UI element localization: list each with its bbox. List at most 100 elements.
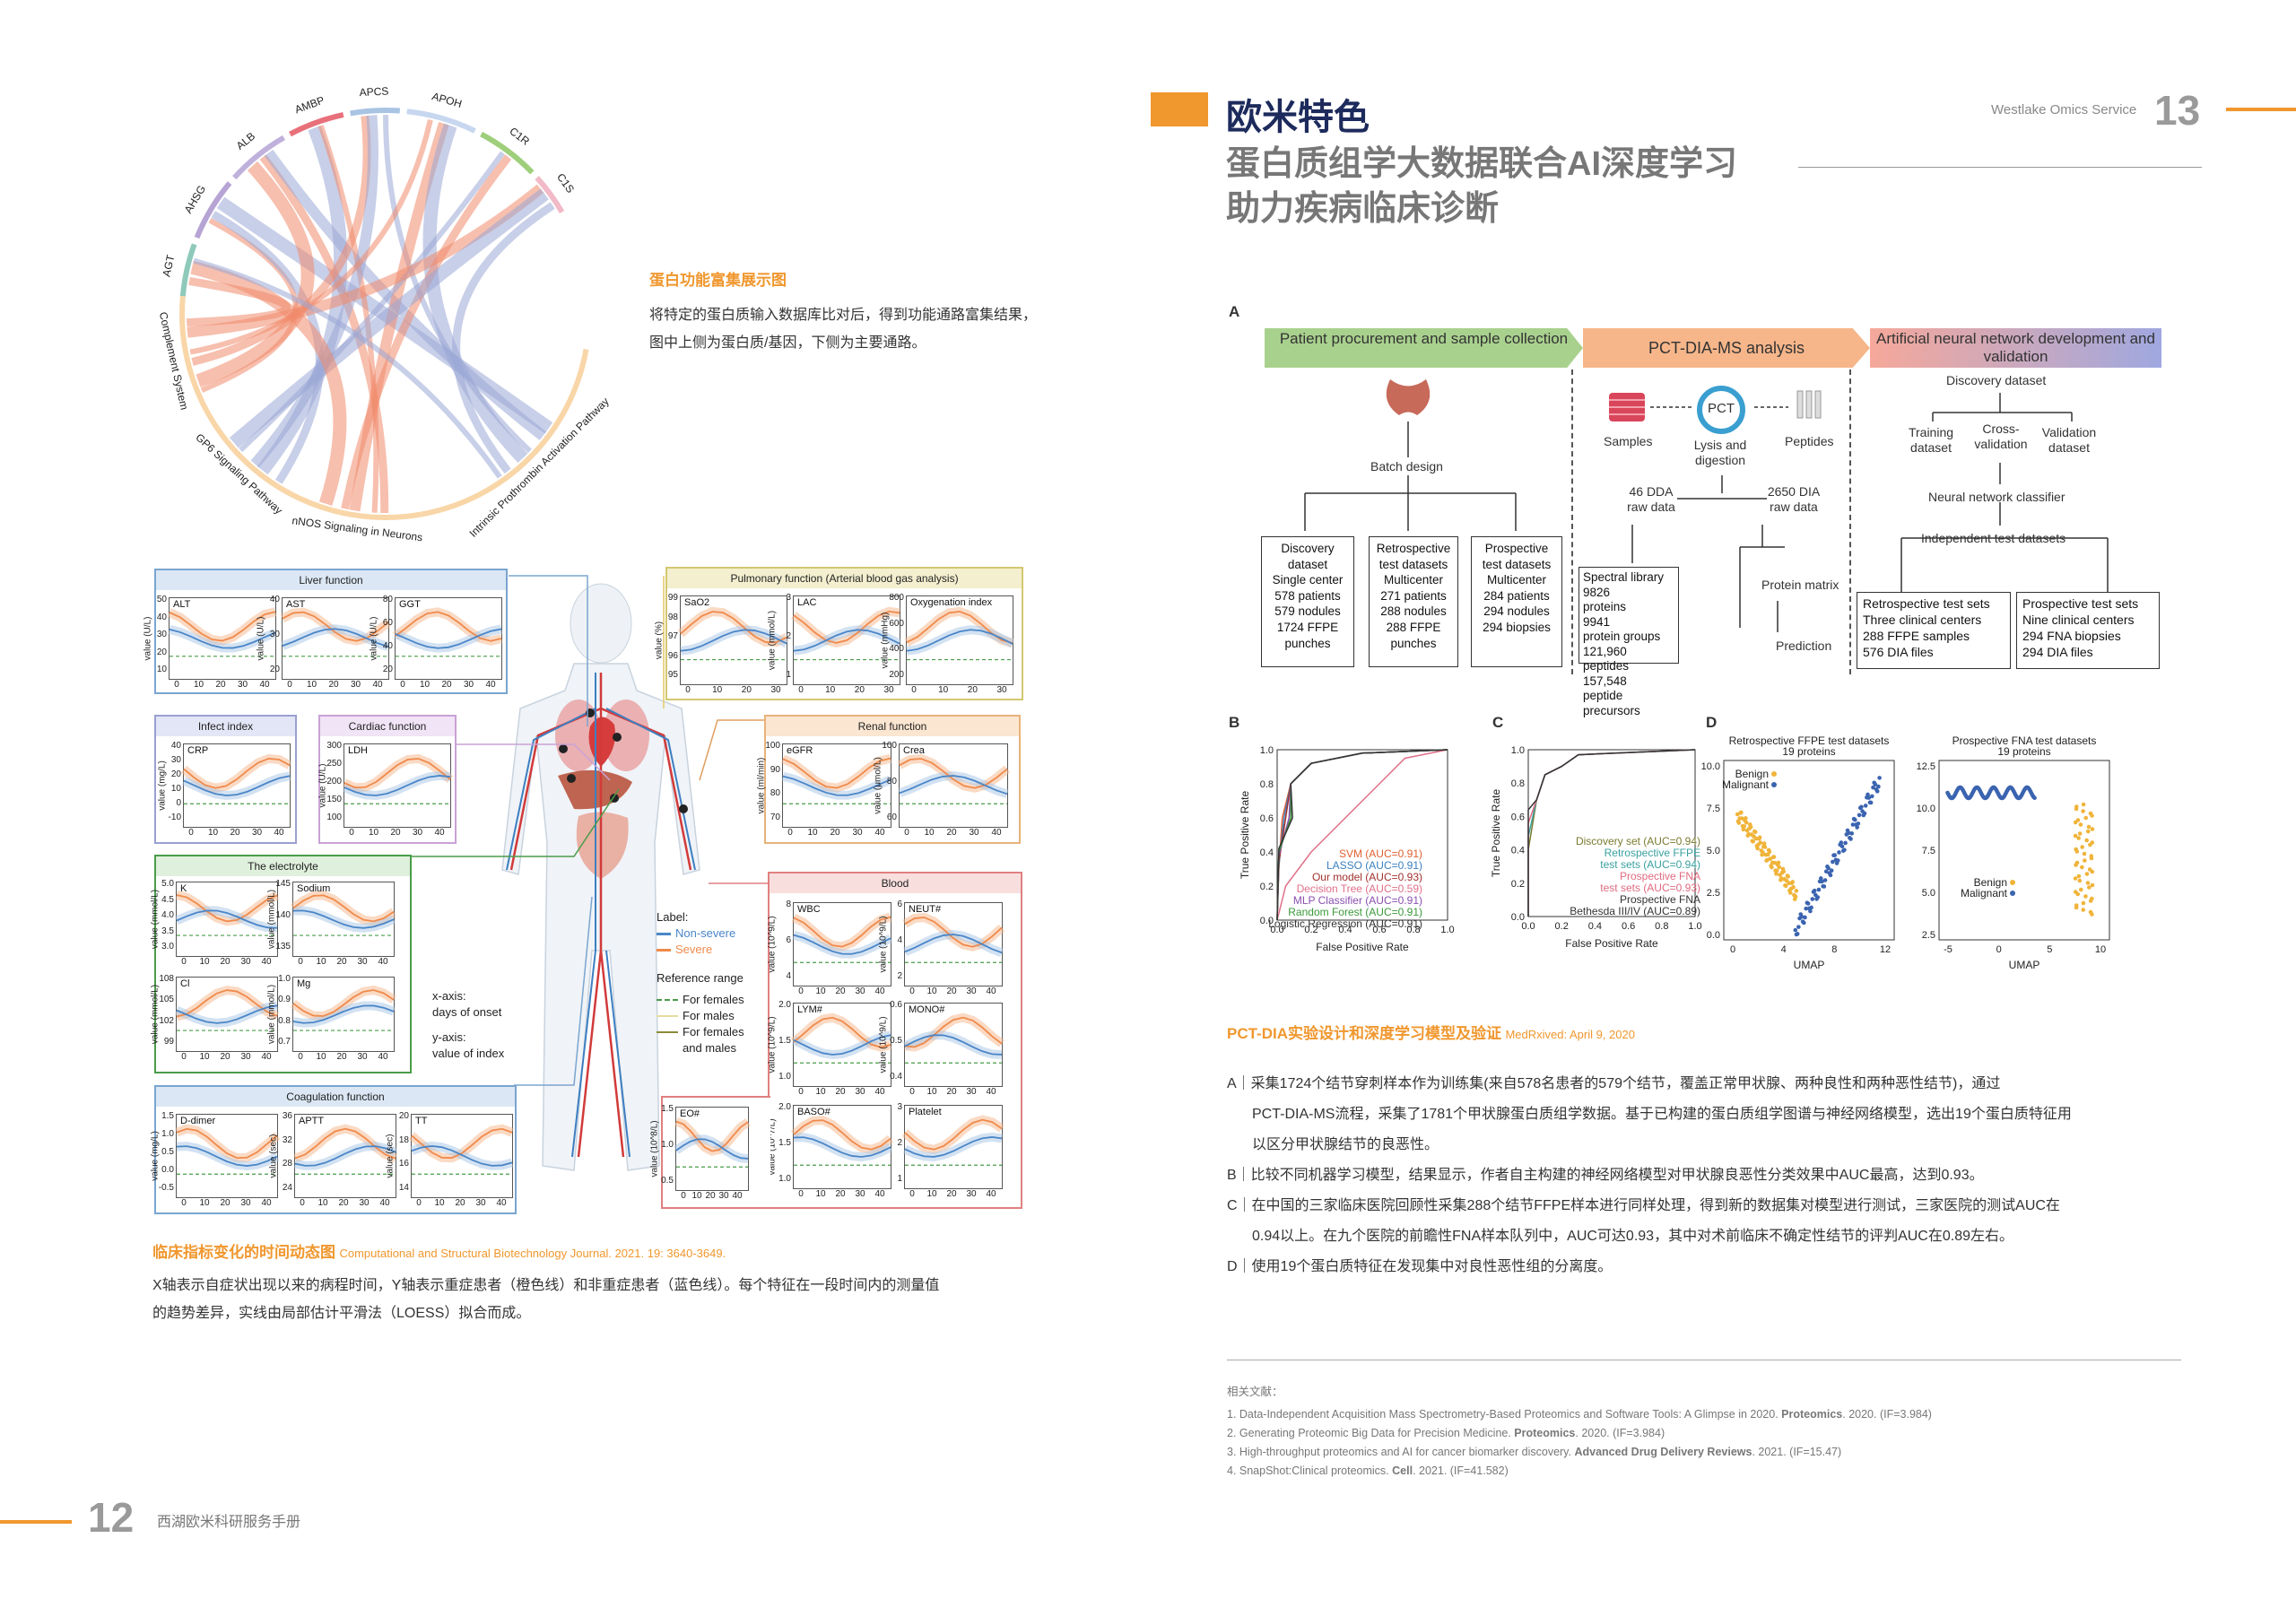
umap-point — [1837, 850, 1841, 855]
umap-point — [1836, 858, 1840, 863]
umap-point — [2073, 876, 2078, 881]
x-tick: 30 — [966, 1189, 977, 1199]
x-tick: 30 — [357, 1052, 368, 1062]
x-tick: 20 — [741, 685, 752, 695]
y-tick: 1.0 — [778, 1072, 791, 1082]
y-tick: 3.0 — [161, 942, 174, 952]
non-severe-line — [344, 775, 451, 796]
figA-letter: A — [1229, 303, 1240, 320]
y-axis-label: value (10^9/L) — [767, 1016, 778, 1073]
umap-point — [1781, 869, 1787, 874]
protein-arc — [350, 107, 401, 117]
x-tick: 10 — [815, 1087, 826, 1097]
thyroid-icon — [1381, 375, 1435, 420]
x-tick: 40 — [261, 1198, 272, 1208]
x-tick: 40 — [274, 828, 284, 838]
x-tick: 10 — [207, 828, 219, 838]
page-title-line2: 助力疾病临床诊断 — [1226, 190, 1500, 228]
y-tick: 0.2 — [1260, 882, 1274, 892]
panel-electrolyte-title: The electrolyte — [156, 856, 410, 876]
umap-point — [1874, 789, 1880, 794]
y-tick: 2 — [897, 1138, 902, 1148]
stage-divider-1 — [1571, 369, 1573, 674]
x-tick: 0.4 — [1588, 921, 1602, 932]
umap-point — [2086, 885, 2092, 890]
umap-point — [1808, 908, 1813, 914]
umap-xlabel: UMAP — [2009, 959, 2040, 971]
pathway-arc — [206, 414, 301, 501]
legend-entry: Decision Tree (AUC=0.59) — [1297, 882, 1422, 895]
y-tick: 300 — [326, 741, 342, 751]
y-tick: 8 — [786, 899, 791, 909]
x-tick: 10 — [199, 957, 210, 967]
y-tick: 16 — [398, 1159, 409, 1169]
legend-malignant: Malignant — [1961, 887, 2008, 899]
legend-non-severe-swatch — [657, 932, 671, 935]
non-severe-line — [793, 629, 900, 652]
umap-point — [2083, 858, 2087, 863]
umap-point — [1791, 884, 1796, 890]
umap-point — [1823, 869, 1829, 874]
umap-point — [1850, 822, 1856, 827]
legend-entry: Bethesda III/IV (AUC=0.89) — [1570, 905, 1700, 917]
legend-malignant: Malignant — [1722, 778, 1770, 791]
ref-1-text: 1. Data-Independent Acquisition Mass Spe… — [1227, 1408, 1782, 1421]
x-tick: 0 — [181, 1052, 187, 1062]
box-line: 578 patients — [1274, 588, 1341, 603]
chord-ribbon — [341, 154, 512, 510]
umap-point — [1774, 868, 1779, 873]
umap-point — [1753, 836, 1759, 841]
box-line: Multicenter — [1486, 573, 1547, 587]
y-tick: 4 — [897, 935, 902, 945]
y-axis-label: value (U/L) — [317, 763, 328, 808]
clinical-text-1: X轴表示自症状出现以来的病程时间，Y轴表示重症患者（橙色线）和非重症患者（蓝色线… — [152, 1278, 940, 1293]
x-tick: 30 — [412, 828, 423, 838]
umap-point — [1744, 820, 1749, 825]
mini-chart-label: K — [180, 883, 187, 894]
umap-point — [1796, 925, 1801, 929]
y-tick: 1.0 — [1260, 745, 1274, 756]
y-tick: 2.0 — [778, 1000, 791, 1010]
x-tick: 0.6 — [1622, 921, 1635, 932]
y-tick: 0.6 — [1260, 813, 1274, 824]
y-tick: 60 — [886, 813, 897, 822]
x-tick: 0 — [349, 828, 354, 838]
x-tick: 30 — [966, 1087, 977, 1097]
panel-liver-title: Liver function — [156, 570, 506, 590]
y-tick: 140 — [275, 910, 291, 920]
xaxis-title: x-axis: — [432, 989, 466, 1003]
x-tick: 0 — [798, 986, 804, 996]
non-severe-line — [906, 629, 1013, 652]
x-tick: 20 — [220, 1052, 230, 1062]
umap-point — [1848, 837, 1853, 841]
peptides-label: Peptides — [1785, 434, 1834, 448]
y-tick: 3.5 — [161, 926, 174, 936]
y-tick: 2 — [786, 631, 791, 641]
umap-point — [1822, 884, 1827, 889]
x-tick: 40 — [485, 680, 496, 690]
y-tick: 40 — [269, 595, 280, 604]
umap-point — [1871, 785, 1875, 790]
plot-frame — [1276, 749, 1448, 921]
y-tick: 1.5 — [161, 1111, 174, 1121]
x-tick: 0 — [188, 828, 194, 838]
y-tick: 32 — [282, 1134, 292, 1145]
y-axis-label: value (mmol/L) — [150, 984, 161, 1045]
umap-point — [1762, 845, 1768, 849]
figC-letter: C — [1492, 714, 1504, 731]
umap-point — [1774, 872, 1779, 876]
umap-point — [1758, 840, 1763, 845]
y-tick: 10 — [156, 665, 167, 674]
box-line: 288 FFPE samples — [1863, 629, 1970, 643]
body-figure — [484, 574, 718, 1202]
title-rule — [1798, 167, 2202, 168]
section-accent — [1151, 92, 1208, 126]
validation-title: PCT-DIA实验设计和深度学习模型及验证 — [1227, 1025, 1501, 1042]
y-tick: 30 — [156, 630, 167, 639]
umap-title: Retrospective FFPE test datasets — [1729, 734, 1890, 747]
x-tick: 0 — [681, 1191, 686, 1201]
